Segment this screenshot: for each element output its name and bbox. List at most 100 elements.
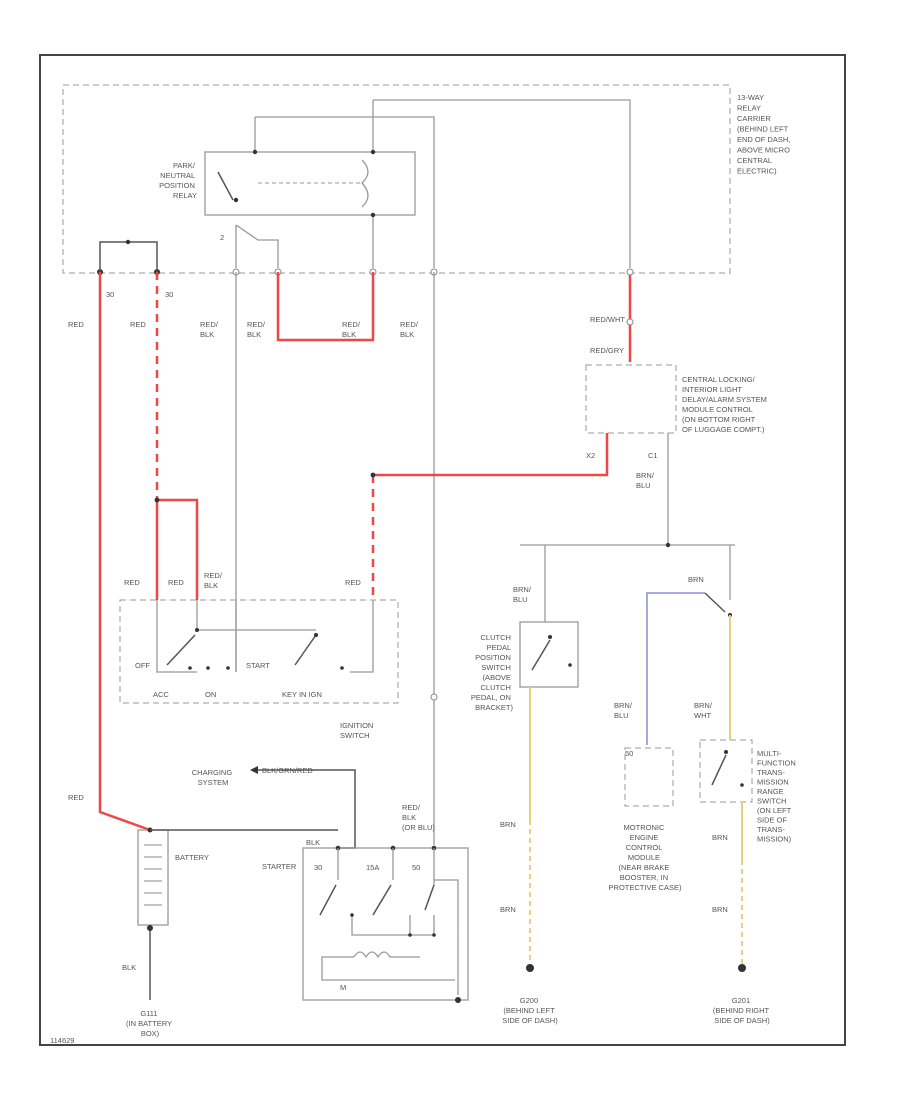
wire-label-brn: BRN	[712, 905, 728, 914]
park-neutral-relay-label: PARK/ NEUTRAL POSITION RELAY	[159, 161, 197, 200]
central-locking-module-box	[585, 364, 677, 434]
ignition-pos-on: ON	[205, 690, 216, 699]
red-wire-ignition-30-jumper	[157, 498, 199, 600]
wire-label-brn-blu: BRN/BLU	[636, 471, 655, 490]
clutch-switch-label: CLUTCH PEDAL POSITION SWITCH (ABOVE CLUT…	[471, 633, 514, 712]
wire-label-red: RED	[68, 320, 84, 329]
ignition-pos-start: START	[246, 661, 270, 670]
starter-node	[408, 933, 412, 937]
relay-carrier-connectors	[97, 268, 634, 276]
jumper-node	[125, 239, 131, 245]
wire-label-brn-blu: BRN/BLU	[513, 585, 532, 604]
clutch-node	[548, 635, 552, 639]
motronic-label: MOTRONIC ENGINE CONTROL MODULE (NEAR BRA…	[609, 823, 682, 892]
ignition-pos-off: OFF	[135, 661, 150, 670]
arrow-icon	[250, 766, 258, 774]
wire-label-red-blk-or-blu: RED/ BLK (OR BLU)	[402, 803, 435, 832]
wire-label-red-blk: RED/BLK	[342, 320, 361, 339]
ignition-start-contact	[294, 634, 317, 666]
wire-label-red-blk: RED/BLK	[200, 320, 219, 339]
wire-label-red-blk: RED/BLK	[204, 571, 223, 590]
multi-function-node	[740, 783, 744, 787]
terminal-30-label: 30	[314, 863, 322, 872]
blk-grn-red-wire	[255, 769, 356, 849]
terminal-30-label: 30	[106, 290, 114, 299]
wire-label-red-blk: RED/BLK	[247, 320, 266, 339]
relay-carrier-box	[62, 84, 731, 274]
battery-cells	[144, 844, 162, 906]
relay-internal-wiring	[235, 99, 631, 268]
wire-label-brn-blu: BRN/BLU	[614, 701, 633, 720]
wire-label-blk: BLK	[306, 838, 320, 847]
ground-g201-label: G201 (BEHIND RIGHT SIDE OF DASH)	[713, 996, 771, 1025]
starter-box	[302, 847, 469, 1001]
starter-internal-wiring	[321, 848, 459, 995]
park-neutral-relay-box	[204, 151, 416, 216]
starter-motor-label: M	[340, 983, 346, 992]
ignition-node	[188, 666, 192, 670]
selector-contact	[704, 592, 726, 613]
ignition-node	[226, 666, 230, 670]
starter-node	[432, 933, 436, 937]
wire-label-brn: BRN	[712, 833, 728, 842]
clutch-node	[568, 663, 572, 667]
wire-label-red-gry: RED/GRY	[590, 346, 624, 355]
wire-label-red: RED	[345, 578, 361, 587]
battery-label: BATTERY	[175, 853, 209, 862]
wire-label-brn: BRN	[500, 905, 516, 914]
terminal-30-label: 30	[165, 290, 173, 299]
motronic-module-box	[624, 747, 674, 807]
ignition-node	[206, 666, 210, 670]
relay-node	[252, 149, 258, 155]
ignition-pos-key-in-ign: KEY IN IGN	[282, 690, 322, 699]
terminal-50-label: 50	[625, 749, 633, 758]
ignition-node	[314, 633, 318, 637]
starter-contact	[372, 884, 392, 916]
battery-feed-wire-red	[98, 272, 151, 832]
relay-node	[370, 149, 376, 155]
ground-g111	[147, 925, 153, 931]
wire-label-blk-grn-red: BLK/GRN/RED	[262, 766, 313, 775]
relay-node	[370, 212, 376, 218]
starter-ground-node	[455, 997, 461, 1003]
wire-node	[154, 497, 160, 503]
ignition-node	[195, 628, 199, 632]
clutch-switch-box	[519, 621, 579, 688]
brn-blu-to-motronic	[646, 592, 705, 745]
ground-g201	[738, 964, 746, 972]
relay-pin-label: 2	[220, 233, 224, 242]
charging-system-label: CHARGING SYSTEM	[192, 768, 235, 787]
diagram-frame	[39, 54, 846, 1046]
wire-label-red: RED	[168, 578, 184, 587]
wire-label-blk: BLK	[122, 963, 136, 972]
wire-label-red: RED	[124, 578, 140, 587]
ground-g111-label: G111 (IN BATTERY BOX)	[126, 1009, 174, 1038]
wire-connector	[430, 693, 438, 701]
terminal-50-label: 50	[412, 863, 420, 872]
relay-node	[233, 197, 239, 203]
relay-coil-lead	[361, 159, 369, 208]
wire-label-red: RED	[130, 320, 146, 329]
ignition-switch-box	[119, 599, 399, 704]
battery-box	[137, 829, 169, 926]
relay-carrier-top-jumper	[99, 241, 158, 272]
ground-g200	[526, 964, 534, 972]
starter-contact	[424, 884, 435, 911]
wire-label-brn-wht: BRN/WHT	[694, 701, 713, 720]
terminal-c1-label: C1	[648, 451, 658, 460]
ground-g200-label: G200 (BEHIND LEFT SIDE OF DASH)	[502, 996, 558, 1025]
ignition-switch-label: IGNITION SWITCH	[340, 721, 375, 740]
terminal-x2-label: X2	[586, 451, 595, 460]
starter-solenoid-coil	[353, 951, 420, 959]
bus-node	[665, 542, 671, 548]
multi-function-label: MULTI- FUNCTION TRANS- MISSION RANGE SWI…	[757, 749, 798, 844]
multi-function-node	[724, 750, 728, 754]
diagram-id: 114629	[50, 1036, 74, 1045]
red-blk-jumper-wire	[276, 272, 375, 342]
starter-contact	[319, 884, 337, 916]
wire-label-brn: BRN	[688, 575, 704, 584]
red-gry-wire	[373, 433, 609, 477]
relay-switch-contact	[217, 171, 234, 201]
relay-carrier-label: 13-WAY RELAY CARRIER (BEHIND LEFT END OF…	[737, 93, 792, 176]
